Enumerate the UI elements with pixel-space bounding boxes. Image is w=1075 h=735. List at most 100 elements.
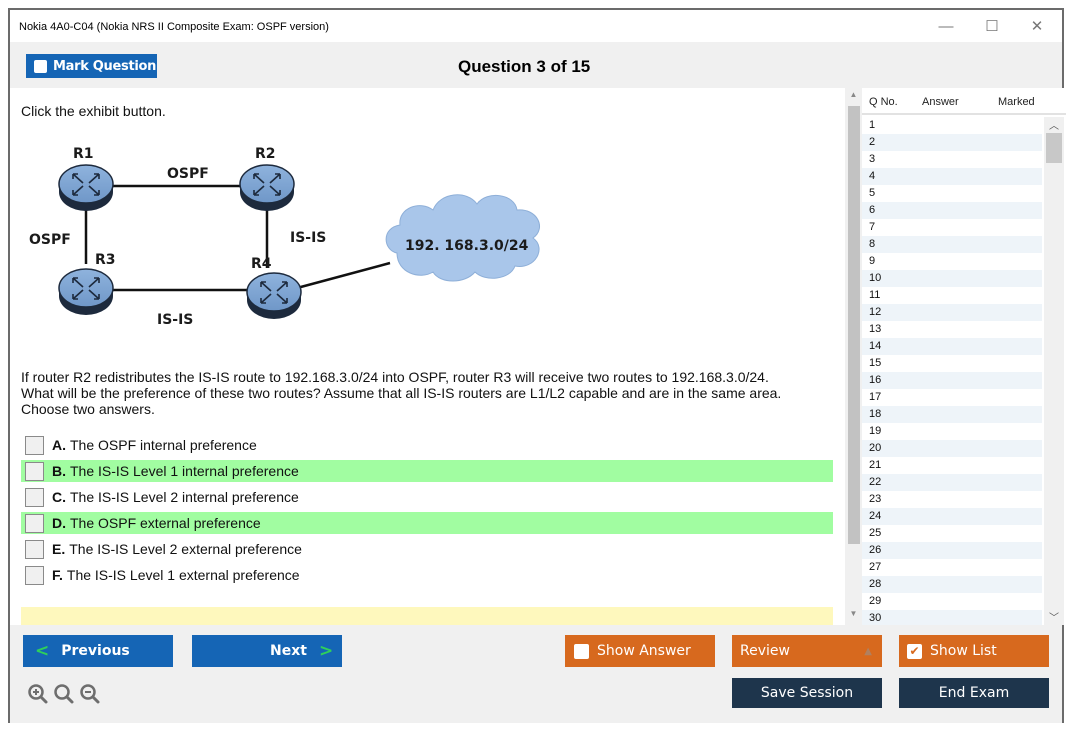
question-list-row[interactable]: 2 — [862, 134, 1042, 151]
header-qno[interactable]: Q No. — [869, 96, 898, 108]
previous-button[interactable]: < Previous — [23, 635, 173, 667]
zoom-controls — [27, 683, 101, 705]
option-text: The IS-IS Level 1 external preference — [66, 567, 300, 583]
question-list-row[interactable]: 23 — [869, 493, 882, 505]
question-list-row[interactable]: 9 — [869, 255, 876, 267]
option-b[interactable]: B. The IS-IS Level 1 internal preference — [21, 460, 833, 482]
option-a-checkbox[interactable] — [25, 435, 44, 455]
option-c-checkbox[interactable] — [25, 487, 44, 507]
zoom-reset-icon[interactable] — [53, 683, 75, 705]
window-title: Nokia 4A0-C04 (Nokia NRS II Composite Ex… — [19, 21, 329, 33]
question-text: If router R2 redistributes the IS-IS rou… — [21, 369, 831, 417]
mark-question-button[interactable]: Mark Question — [26, 54, 157, 78]
question-line: If router R2 redistributes the IS-IS rou… — [21, 369, 769, 385]
question-list-scrollbar[interactable]: ︿ ﹀ — [1044, 117, 1064, 625]
zoom-out-icon[interactable] — [79, 683, 101, 705]
option-letter: C. — [52, 489, 66, 505]
question-list-row[interactable]: 1 — [869, 119, 876, 131]
chevron-up-icon[interactable]: ︿ — [1049, 121, 1059, 132]
question-list-row[interactable]: 5 — [869, 187, 876, 199]
option-text: The IS-IS Level 1 internal preference — [70, 463, 299, 479]
close-button[interactable]: ✕ — [1030, 18, 1044, 35]
chevron-left-icon: < — [35, 641, 50, 661]
scroll-thumb[interactable] — [848, 106, 860, 544]
question-list-row[interactable]: 25 — [869, 527, 882, 539]
question-list-row[interactable]: 4 — [862, 168, 1042, 185]
question-list-row[interactable]: 24 — [862, 508, 1042, 525]
show-list-checkbox[interactable]: ✔ — [907, 643, 922, 659]
question-list-row[interactable]: 30 — [862, 610, 1042, 627]
option-d[interactable]: D. The OSPF external preference — [21, 512, 833, 534]
label-r3: R3 — [95, 252, 116, 268]
question-list-row[interactable]: 10 — [862, 270, 1042, 287]
question-list-row[interactable]: 27 — [869, 561, 882, 573]
question-list-row[interactable]: 16 — [862, 372, 1042, 389]
question-list-row[interactable]: 17 — [869, 391, 882, 403]
question-list-row[interactable]: 14 — [862, 338, 1042, 355]
question-list-row[interactable]: 22 — [862, 474, 1042, 491]
question-list-row[interactable]: 11 — [869, 289, 881, 301]
option-text: The OSPF internal preference — [70, 437, 257, 453]
option-a[interactable]: A. The OSPF internal preference — [21, 434, 833, 456]
save-session-button[interactable]: Save Session — [732, 678, 882, 708]
maximize-button[interactable]: ☐ — [985, 18, 999, 35]
review-dropdown[interactable]: Review ▲ — [732, 635, 882, 667]
question-list-row[interactable]: 6 — [862, 202, 1042, 219]
question-list-row[interactable]: 19 — [869, 425, 882, 437]
show-answer-checkbox[interactable] — [574, 643, 589, 659]
mark-question-checkbox[interactable] — [34, 59, 47, 73]
link-r4-network — [296, 261, 391, 290]
question-line: What will be the preference of these two… — [21, 385, 782, 401]
question-list-row[interactable]: 28 — [862, 576, 1042, 593]
minimize-button[interactable]: — — [938, 17, 954, 35]
end-exam-button[interactable]: End Exam — [899, 678, 1049, 708]
question-list-row[interactable]: 3 — [869, 153, 876, 165]
question-list-row[interactable]: 12 — [862, 304, 1042, 321]
show-list-label: Show List — [930, 643, 997, 659]
scroll-up-arrow-icon[interactable]: ▲ — [849, 90, 858, 99]
question-list-row[interactable]: 20 — [862, 440, 1042, 457]
option-f[interactable]: F. The IS-IS Level 1 external preference — [21, 564, 833, 586]
title-bar: Nokia 4A0-C04 (Nokia NRS II Composite Ex… — [10, 10, 1062, 42]
option-e[interactable]: E. The IS-IS Level 2 external preference — [21, 538, 833, 560]
option-b-checkbox[interactable] — [25, 461, 44, 481]
header-marked[interactable]: Marked — [998, 96, 1035, 108]
zoom-in-icon[interactable] — [27, 683, 49, 705]
question-list-row[interactable]: 7 — [869, 221, 876, 233]
chevron-down-icon[interactable]: ﹀ — [1049, 613, 1059, 624]
option-letter: F. — [52, 567, 63, 583]
question-counter: Question 3 of 15 — [458, 57, 591, 76]
next-label: Next — [270, 643, 307, 659]
question-list-header: Q No. Answer Marked — [862, 88, 1066, 115]
question-list-row[interactable]: 8 — [862, 236, 1042, 253]
question-list-row[interactable]: 26 — [862, 542, 1042, 559]
question-list-row[interactable]: 15 — [869, 357, 882, 369]
question-list-scroll-thumb[interactable] — [1046, 133, 1062, 163]
scroll-down-arrow-icon[interactable]: ▼ — [849, 609, 858, 618]
question-list-row[interactable]: 13 — [869, 323, 882, 335]
label-r2: R2 — [255, 146, 276, 162]
label-r4: R4 — [251, 256, 272, 272]
option-e-checkbox[interactable] — [25, 539, 44, 559]
footer-bar: < Previous Next > Show Answer Review ▲ ✔… — [10, 625, 1062, 723]
option-f-checkbox[interactable] — [25, 565, 44, 585]
router-r3-icon — [58, 268, 114, 316]
option-letter: B. — [52, 463, 66, 479]
question-list-row[interactable]: 18 — [862, 406, 1042, 423]
question-scrollbar[interactable]: ▲ ▼ — [845, 88, 862, 625]
chevron-right-icon: > — [318, 641, 334, 661]
label-link-r3-r4: IS-IS — [157, 312, 193, 328]
option-c[interactable]: C. The IS-IS Level 2 internal preference — [21, 486, 833, 508]
header-answer[interactable]: Answer — [922, 96, 959, 108]
option-d-checkbox[interactable] — [25, 513, 44, 533]
question-list-row[interactable]: 21 — [869, 459, 882, 471]
next-button[interactable]: Next > — [192, 635, 342, 667]
question-list-row[interactable]: 29 — [869, 595, 882, 607]
option-text: The IS-IS Level 2 external preference — [69, 541, 302, 557]
app-window: Nokia 4A0-C04 (Nokia NRS II Composite Ex… — [8, 8, 1066, 723]
label-link-r1-r2: OSPF — [167, 166, 209, 182]
show-list-toggle[interactable]: ✔ Show List — [899, 635, 1049, 667]
show-answer-toggle[interactable]: Show Answer — [565, 635, 715, 667]
